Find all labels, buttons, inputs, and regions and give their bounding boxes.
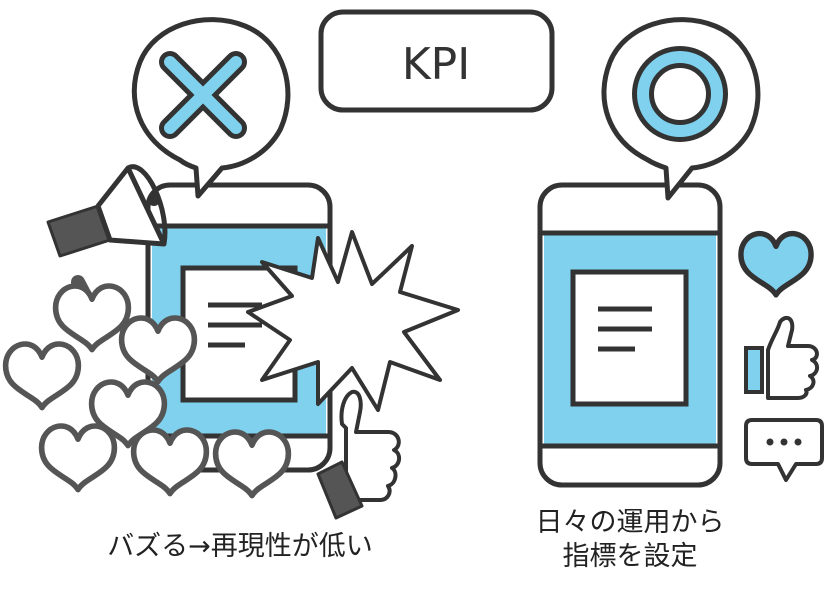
right-speech-bubble bbox=[601, 17, 761, 201]
heart-icon bbox=[42, 426, 115, 490]
right-caption: 日々の運用から 指標を設定 bbox=[500, 506, 760, 574]
comment-icon bbox=[744, 418, 824, 482]
cross-icon bbox=[159, 51, 247, 139]
heart-icon bbox=[134, 430, 207, 494]
kpi-label-box: KPI bbox=[318, 9, 555, 113]
heart-icon bbox=[741, 234, 811, 295]
right-document-icon bbox=[570, 269, 689, 407]
left-speech-bubble bbox=[131, 17, 291, 199]
burst-icon bbox=[246, 230, 460, 412]
heart-icon bbox=[6, 344, 79, 408]
thumbs-up-icon bbox=[316, 389, 401, 520]
right-phone bbox=[537, 182, 723, 488]
thumbs-up-icon bbox=[744, 315, 819, 400]
heart-icon bbox=[216, 432, 289, 496]
right-caption-line1: 日々の運用から bbox=[535, 507, 725, 538]
circle-icon bbox=[632, 46, 728, 142]
right-caption-line2: 指標を設定 bbox=[562, 541, 698, 572]
heart-icon bbox=[56, 286, 129, 350]
left-document-icon bbox=[180, 265, 298, 403]
left-caption: バズる→再現性が低い bbox=[107, 531, 373, 562]
kpi-label: KPI bbox=[402, 39, 470, 90]
